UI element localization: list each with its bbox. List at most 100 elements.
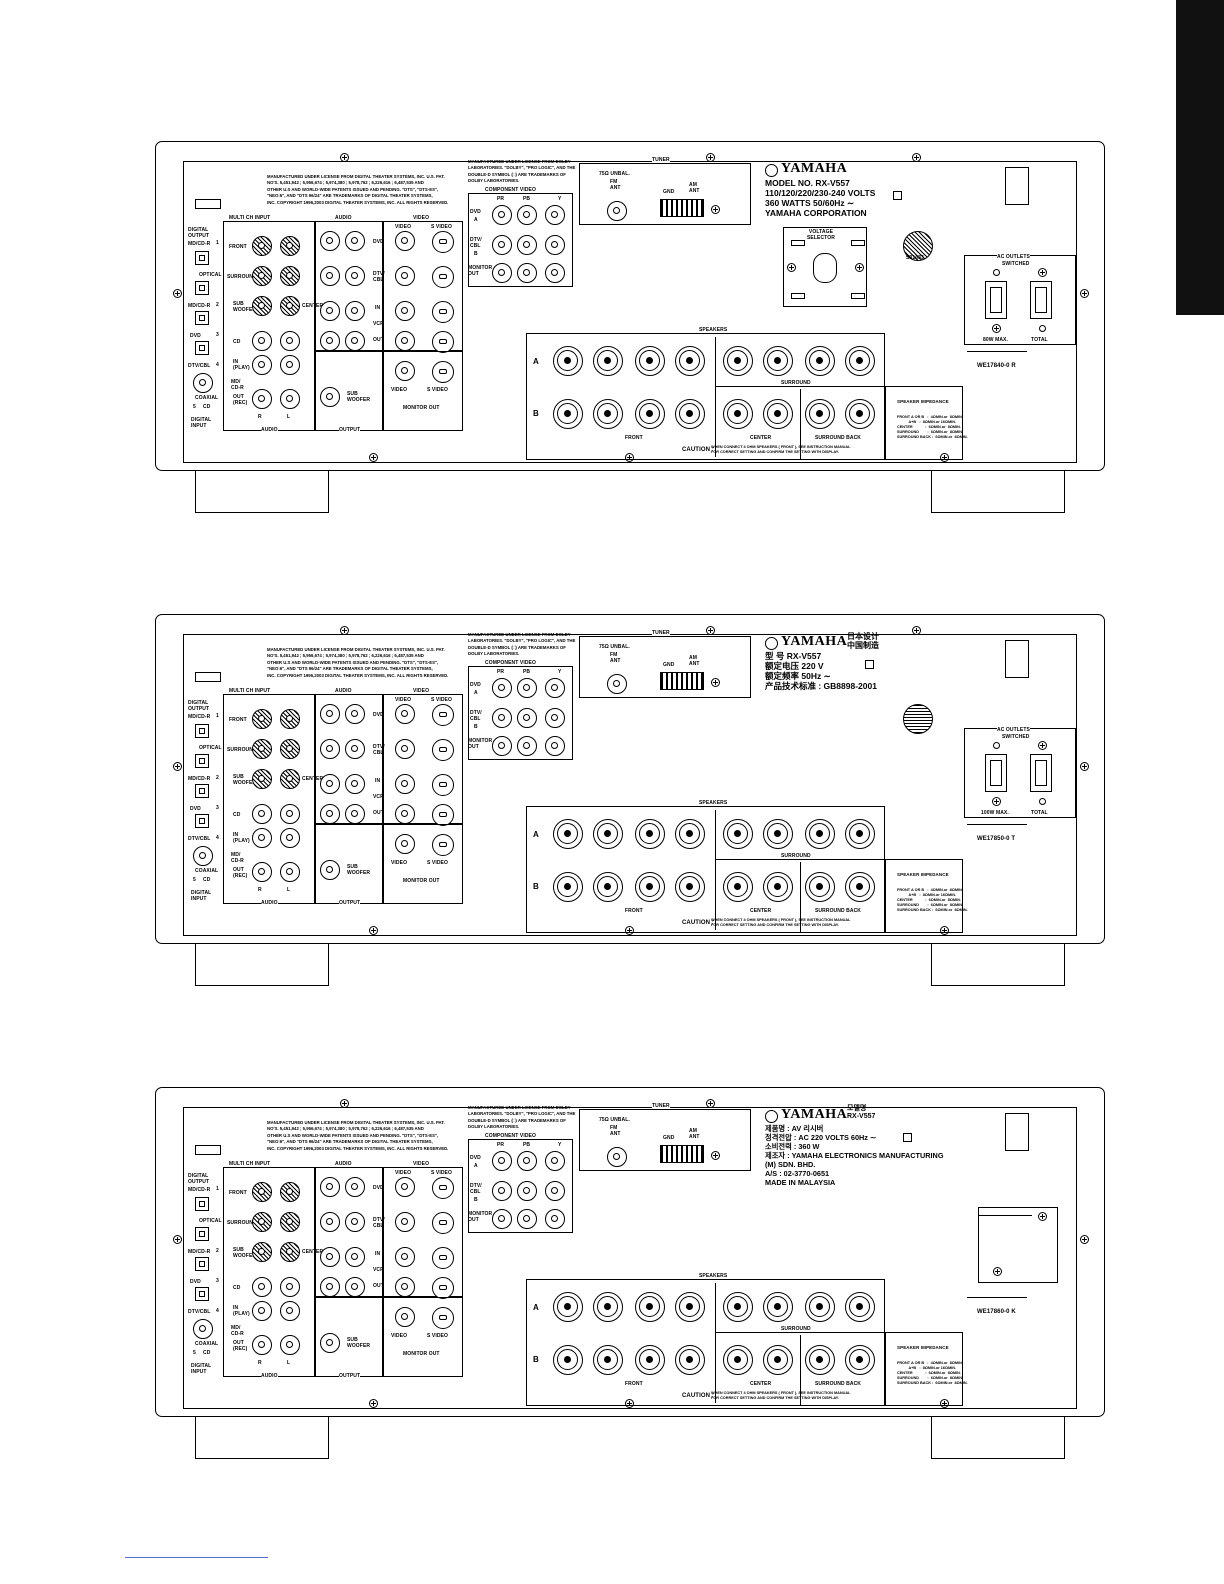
comp-mon-pb-jack[interactable] (517, 263, 537, 283)
surround-l-jack[interactable] (280, 1212, 300, 1232)
vcr-out-r-jack[interactable] (320, 804, 340, 824)
front-a-r-plus[interactable] (553, 819, 583, 849)
front-a-r-minus[interactable] (593, 346, 623, 376)
vcr-in-video-jack[interactable] (395, 1247, 415, 1267)
dtv-video-jack[interactable] (395, 266, 415, 286)
center-jack[interactable] (280, 296, 300, 316)
ac-outlet-total[interactable] (1030, 281, 1052, 319)
surround-back-plus[interactable] (805, 399, 835, 429)
monitor-video-jack[interactable] (395, 834, 415, 854)
ac-outlet-switched[interactable] (985, 281, 1007, 319)
surround-l-plus[interactable] (805, 819, 835, 849)
vcr-out-svideo-jack[interactable] (432, 1277, 454, 1299)
vcr-out-l-jack[interactable] (345, 1277, 365, 1297)
front-b-r-plus[interactable] (553, 872, 583, 902)
vcr-in-l-jack[interactable] (345, 774, 365, 794)
front-b-r-minus[interactable] (593, 399, 623, 429)
surround-r-plus[interactable] (723, 1292, 753, 1322)
front-b-l-plus[interactable] (635, 399, 665, 429)
vcr-in-svideo-jack[interactable] (432, 301, 454, 323)
center-minus[interactable] (763, 872, 793, 902)
comp-mon-y-jack[interactable] (545, 1209, 565, 1229)
comp-a-pr-jack[interactable] (492, 678, 512, 698)
comp-mon-pb-jack[interactable] (517, 1209, 537, 1229)
fm-antenna-jack[interactable] (607, 201, 627, 221)
md-out-r-jack[interactable] (252, 389, 272, 409)
surround-l-plus[interactable] (805, 1292, 835, 1322)
surround-r-minus[interactable] (763, 819, 793, 849)
front-b-r-plus[interactable] (553, 1345, 583, 1375)
dvd-audio-r-jack[interactable] (320, 1177, 340, 1197)
optical-in-1-jack[interactable] (195, 1227, 209, 1241)
dtv-svideo-jack[interactable] (432, 1212, 454, 1234)
fm-antenna-jack[interactable] (607, 1147, 627, 1167)
cd-l-jack[interactable] (280, 331, 300, 351)
comp-a-y-jack[interactable] (545, 1151, 565, 1171)
optical-in-2-jack[interactable] (195, 1257, 209, 1271)
md-out-r-jack[interactable] (252, 862, 272, 882)
cd-r-jack[interactable] (252, 804, 272, 824)
md-in-r-jack[interactable] (252, 355, 272, 375)
monitor-svideo-jack[interactable] (432, 1307, 454, 1329)
optical-out-jack[interactable] (195, 724, 209, 738)
surround-l-minus[interactable] (845, 1292, 875, 1322)
am-terminals[interactable] (660, 199, 704, 217)
front-l-jack[interactable] (280, 236, 300, 256)
vcr-out-video-jack[interactable] (395, 331, 415, 351)
front-r-jack[interactable] (252, 709, 272, 729)
comp-b-pr-jack[interactable] (492, 708, 512, 728)
cd-r-jack[interactable] (252, 1277, 272, 1297)
dvd-video-jack[interactable] (395, 231, 415, 251)
md-in-l-jack[interactable] (280, 355, 300, 375)
fm-antenna-jack[interactable] (607, 674, 627, 694)
ac-outlet-switched[interactable] (985, 754, 1007, 792)
coaxial-jack[interactable] (193, 846, 213, 866)
surround-l-minus[interactable] (845, 346, 875, 376)
center-jack[interactable] (280, 769, 300, 789)
vcr-in-video-jack[interactable] (395, 774, 415, 794)
surround-r-jack[interactable] (252, 266, 272, 286)
optical-in-1-jack[interactable] (195, 281, 209, 295)
center-minus[interactable] (763, 399, 793, 429)
cd-r-jack[interactable] (252, 331, 272, 351)
dvd-audio-l-jack[interactable] (345, 704, 365, 724)
monitor-svideo-jack[interactable] (432, 834, 454, 856)
voltage-selector-switch[interactable] (813, 253, 837, 283)
front-a-l-plus[interactable] (635, 1292, 665, 1322)
front-b-r-minus[interactable] (593, 872, 623, 902)
optical-in-3-jack[interactable] (195, 341, 209, 355)
dvd-audio-r-jack[interactable] (320, 704, 340, 724)
dtv-video-jack[interactable] (395, 739, 415, 759)
dvd-audio-r-jack[interactable] (320, 231, 340, 251)
comp-a-pb-jack[interactable] (517, 1151, 537, 1171)
surround-r-minus[interactable] (763, 346, 793, 376)
comp-a-pr-jack[interactable] (492, 1151, 512, 1171)
front-r-jack[interactable] (252, 236, 272, 256)
optical-out-jack[interactable] (195, 251, 209, 265)
coaxial-jack[interactable] (193, 1319, 213, 1339)
front-a-r-plus[interactable] (553, 1292, 583, 1322)
comp-a-y-jack[interactable] (545, 678, 565, 698)
front-a-l-plus[interactable] (635, 346, 665, 376)
surround-back-minus[interactable] (845, 872, 875, 902)
dtv-audio-l-jack[interactable] (345, 1212, 365, 1232)
dvd-svideo-jack[interactable] (432, 1177, 454, 1199)
center-plus[interactable] (723, 399, 753, 429)
front-b-r-minus[interactable] (593, 1345, 623, 1375)
optical-in-3-jack[interactable] (195, 814, 209, 828)
optical-in-1-jack[interactable] (195, 754, 209, 768)
coaxial-jack[interactable] (193, 373, 213, 393)
optical-in-3-jack[interactable] (195, 1287, 209, 1301)
md-in-l-jack[interactable] (280, 1301, 300, 1321)
surround-l-plus[interactable] (805, 346, 835, 376)
front-a-l-plus[interactable] (635, 819, 665, 849)
front-b-r-plus[interactable] (553, 399, 583, 429)
front-a-r-minus[interactable] (593, 1292, 623, 1322)
comp-a-pb-jack[interactable] (517, 678, 537, 698)
dvd-svideo-jack[interactable] (432, 704, 454, 726)
surround-back-minus[interactable] (845, 399, 875, 429)
surround-r-jack[interactable] (252, 739, 272, 759)
comp-a-pr-jack[interactable] (492, 205, 512, 225)
comp-mon-pr-jack[interactable] (492, 736, 512, 756)
vcr-in-svideo-jack[interactable] (432, 774, 454, 796)
